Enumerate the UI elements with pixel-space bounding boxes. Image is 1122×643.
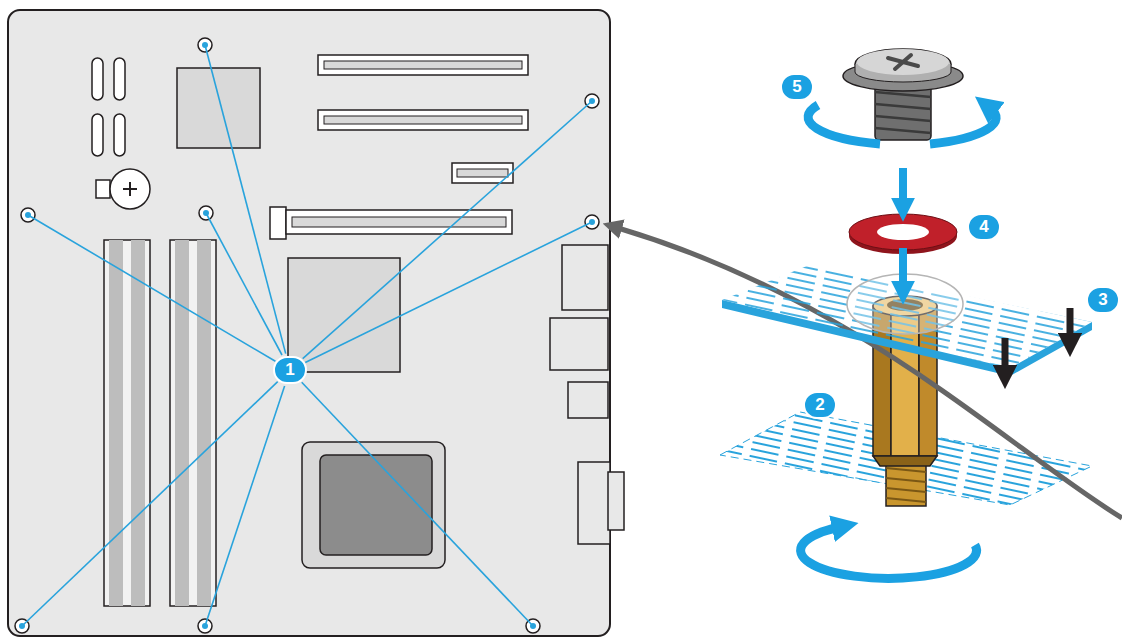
callout-number: 1 — [275, 358, 305, 382]
motherboard — [8, 10, 624, 636]
insert-arrow — [899, 168, 907, 205]
callout-badge: 4 — [967, 213, 1001, 241]
callout-number: 3 — [1088, 288, 1118, 312]
callout-number: 4 — [969, 215, 999, 239]
insert-arrow — [899, 248, 907, 288]
leader-dots — [19, 42, 595, 629]
callout-badge: 2 — [803, 391, 837, 419]
callout-badge: 5 — [780, 73, 814, 101]
press-arrow — [1002, 338, 1009, 372]
screw — [843, 49, 963, 140]
callout-number: 5 — [782, 75, 812, 99]
mounting-holes — [15, 38, 599, 633]
callout-badge: 3 — [1086, 286, 1120, 314]
rotation-arrow — [930, 108, 996, 144]
callout-number: 2 — [805, 393, 835, 417]
leader-lines — [22, 45, 592, 626]
pointer-arrow — [618, 228, 1122, 518]
rotation-arrow — [801, 527, 977, 578]
press-arrow — [1067, 308, 1074, 340]
rotation-arrow — [808, 105, 880, 144]
callout-badge: 1 — [273, 356, 307, 384]
